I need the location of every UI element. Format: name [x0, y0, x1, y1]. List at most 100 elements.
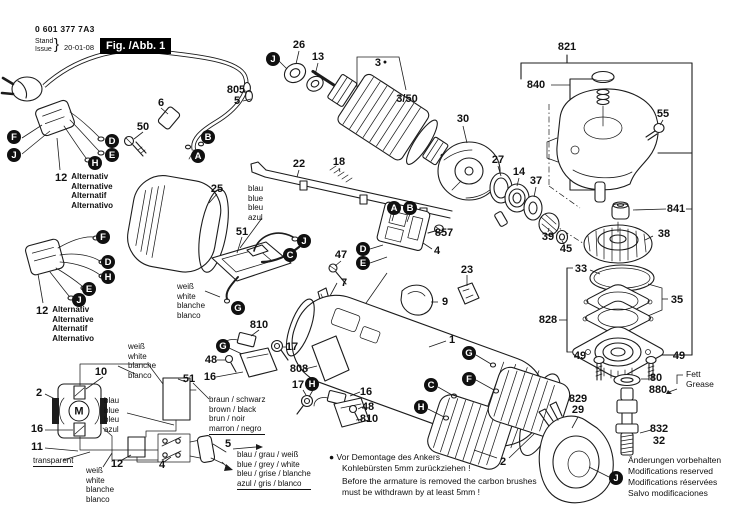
connector-alt-2 [24, 236, 105, 303]
part-callout-25: 25 [210, 183, 224, 195]
letter-badge-G: G [216, 339, 230, 353]
part-callout-16: 16 [359, 386, 373, 398]
part-callout-33: 33 [574, 263, 588, 275]
part-callout-27: 27 [491, 154, 505, 166]
part-callout-32: 32 [652, 435, 666, 447]
part-callout-16: 16 [30, 423, 44, 435]
part-callout-808: 808 [289, 363, 309, 375]
part-callout-840: 840 [526, 79, 546, 91]
letter-badge-C: C [283, 248, 297, 262]
letter-badge-H: H [88, 156, 102, 170]
transparent-label: transparent [33, 456, 74, 467]
part-callout-1: 1 [448, 334, 456, 346]
part-callout-55: 55 [656, 108, 670, 120]
part-callout-13: 13 [311, 51, 325, 63]
part-callout-5: 5 [233, 95, 241, 107]
part-callout-23: 23 [460, 264, 474, 276]
module-51-schematic [163, 378, 190, 420]
part-callout-48: 48 [204, 354, 218, 366]
part-callout-51: 51 [182, 373, 196, 385]
part-callout-18: 18 [332, 156, 346, 168]
letter-badge-B: B [201, 130, 215, 144]
mains-plug [12, 77, 42, 101]
letter-badge-J: J [72, 293, 86, 307]
part-callout-14: 14 [512, 166, 526, 178]
part-callout-810: 810 [249, 319, 269, 331]
letter-badge-J: J [297, 234, 311, 248]
part-callout-828: 828 [538, 314, 558, 326]
letter-badge-C: C [424, 378, 438, 392]
note-bullet: ● [329, 452, 335, 462]
part-callout-2: 2 [499, 456, 507, 468]
letter-badge-M: M [68, 400, 90, 422]
clip-23 [458, 275, 479, 304]
part-callout-22: 22 [292, 158, 306, 170]
part-callout-4: 4 [158, 459, 166, 471]
screws-49 [594, 357, 656, 381]
ring-13 [304, 73, 326, 94]
cover-808 [305, 336, 349, 381]
letter-badge-A: A [191, 149, 205, 163]
part-callout-3/50: 3/50 [396, 93, 418, 105]
screw-55 [646, 120, 664, 140]
letter-badge-D: D [105, 134, 119, 148]
part-callout-80: 80 [649, 372, 663, 384]
part-callout-12: 12 [110, 458, 124, 470]
lock-pin [595, 182, 605, 202]
part-callout-49: 49 [672, 350, 686, 362]
letter-badge-F: F [96, 230, 110, 244]
stand-issue-label: Stand Issue [35, 38, 54, 53]
part-callout-857: 857 [434, 227, 454, 239]
part-callout-35: 35 [670, 294, 684, 306]
letter-badge-J: J [7, 148, 21, 162]
armature-3 [297, 47, 475, 190]
issue-date: 20-01-08 [64, 43, 95, 52]
bushing-841 [612, 202, 629, 219]
part-callout-821: 821 [557, 41, 577, 53]
letter-badge-H: H [305, 377, 319, 391]
module-12-schematic [128, 437, 145, 457]
part-callout-38: 38 [657, 228, 671, 240]
letter-badge-J: J [266, 52, 280, 66]
part-callout-11: 11 [31, 441, 43, 453]
part-callout-810: 810 [359, 413, 379, 425]
cover-9 [401, 285, 438, 315]
carbon-brush-note: ● Vor Demontage des Ankers Kohlebürsten … [329, 452, 537, 497]
guard-cone-829 [539, 402, 613, 503]
part-callout-48: 48 [361, 401, 375, 413]
brace-glyph: } [54, 36, 60, 53]
part-callout-30: 30 [456, 113, 470, 125]
letter-badge-H: H [414, 400, 428, 414]
wiring-schematic [45, 364, 263, 471]
bearing-flange-828 [559, 268, 667, 379]
part-callout-3: 3 ● [374, 57, 388, 69]
letter-badge-F: F [462, 372, 476, 386]
part-callout-805: 805 [226, 84, 246, 96]
part-callout-29: 29 [571, 404, 585, 416]
part-callout-39: 39 [541, 231, 555, 243]
modifications-note: Änderungen vorbehalten Modifications res… [628, 455, 722, 498]
part-callout-832: 832 [649, 423, 669, 435]
screw-50 [125, 137, 147, 157]
brush-assy-right [297, 390, 369, 427]
part-callout-16: 16 [203, 371, 217, 383]
part-number: 0 601 377 7A3 [35, 24, 95, 34]
part-callout-17: 17 [291, 379, 305, 391]
cord-grommet [157, 106, 181, 130]
part-callout-841: 841 [666, 203, 686, 215]
module-51 [205, 218, 299, 303]
bearing-26 [281, 60, 309, 87]
letter-badge-E: E [356, 256, 370, 270]
bearing-row [490, 166, 568, 244]
grease-label: Fett Grease [686, 369, 714, 389]
connector-alt-1 [22, 99, 104, 170]
